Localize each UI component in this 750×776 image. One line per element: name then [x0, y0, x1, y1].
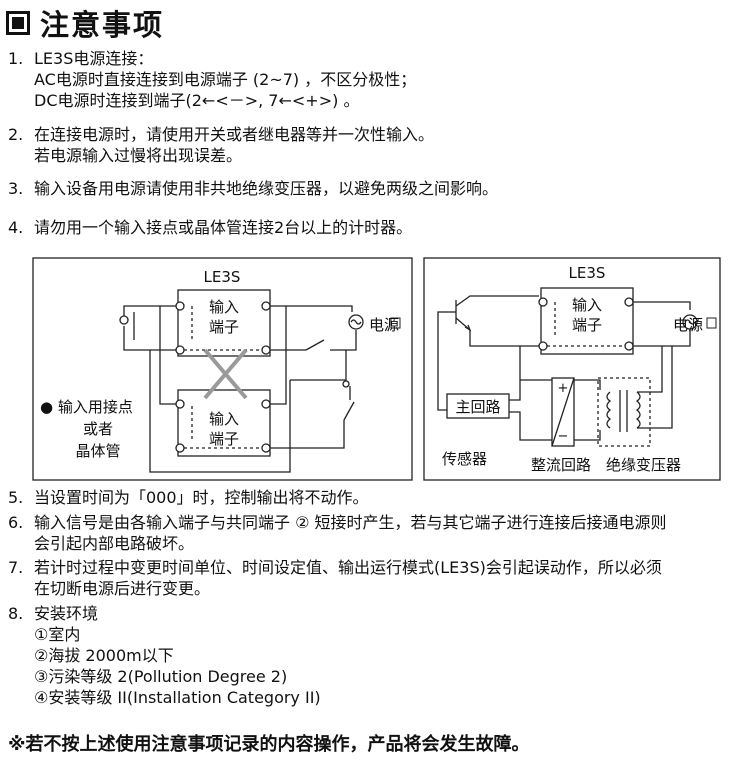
left-ac-source-icon: [348, 314, 364, 330]
left-power-label: 电源: [369, 316, 399, 334]
item-1-line-1: LE3S电源连接：: [34, 49, 154, 68]
transformer-box: [597, 377, 651, 447]
right-terminals: [538, 297, 634, 351]
right-power-label: 电源: [673, 316, 703, 334]
main-circuit-label: 主回路: [455, 398, 500, 416]
item-8: 8.安装环境 ①室内 ②海拔 2000m以下 ③污染等级 2(Pollution…: [8, 604, 321, 707]
left-cross-icon: [203, 348, 248, 400]
left-legend-line-3: 晶体管: [75, 442, 120, 460]
item-1-line-2: AC电源时直接连接到电源端子 (2~7) ，不区分极性；: [34, 70, 417, 89]
item-8-line-1: 安装环境: [34, 604, 99, 623]
transformer-label: 绝缘变压器: [606, 456, 681, 474]
right-terminal-box: [540, 287, 634, 355]
left-legend-line-1: ● 输入用接点: [40, 398, 133, 416]
item-3-line-1: 输入设备用电源请使用非共地绝缘变压器，以避免两级之间影响。: [34, 179, 499, 198]
item-6-line-2: 会引起内部电路破坏。: [34, 534, 195, 553]
svg-text:端子: 端子: [572, 316, 602, 334]
item-1: 1.LE3S电源连接： AC电源时直接连接到电源端子 (2~7) ，不区分极性；…: [8, 49, 417, 110]
left-diagram-frame: [32, 257, 413, 481]
rectifier-box: [551, 377, 575, 447]
item-8-sub-2: ②海拔 2000m以下: [34, 646, 174, 665]
item-7-line-2: 在切断电源后进行变更。: [34, 579, 211, 598]
left-model-label: LE3S: [204, 268, 241, 286]
right-model-label: LE3S: [569, 264, 606, 282]
sensor-label: 传感器: [442, 450, 487, 468]
svg-text:端子: 端子: [209, 318, 239, 336]
section-title: 注意事项: [6, 4, 164, 42]
item-6: 6.输入信号是由各输入端子与共同端子 ② 短接时产生，若与其它端子进行连接后接通…: [8, 513, 667, 553]
item-8-sub-1: ①室内: [34, 625, 81, 644]
title-text: 注意事项: [40, 8, 165, 42]
svg-text:输入: 输入: [209, 298, 239, 316]
svg-text:端子: 端子: [209, 430, 239, 448]
svg-text:+: +: [558, 381, 569, 396]
item-3: 3.输入设备用电源请使用非共地绝缘变压器，以避免两级之间影响。: [8, 179, 499, 198]
item-7: 7.若计时过程中变更时间单位、时间设定值、输出运行模式(LE3S)会引起误动作，…: [8, 558, 662, 598]
left-bottom-terminal-box: [177, 389, 271, 457]
square-bullet-icon: [6, 11, 30, 35]
right-diagram-frame: [423, 257, 721, 481]
svg-text:输入: 输入: [572, 296, 602, 314]
right-ac-source-icon: [682, 314, 698, 330]
transistor-icon: [444, 295, 539, 347]
item-2: 2.在连接电源时，请使用开关或者继电器等并一次性输入。 若电源输入过慢将出现误差…: [8, 125, 435, 165]
item-1-line-3: DC电源时连接到端子(2←<－>, 7←<+>) 。: [34, 91, 360, 110]
left-top-terminal-box: [177, 289, 271, 357]
transformer-coil-icon: [606, 346, 673, 432]
item-4-line-1: 请勿用一个输入接点或晶体管连接2台以上的计时器。: [34, 218, 413, 237]
svg-text:输入: 输入: [209, 410, 239, 428]
item-5-line-1: 当设置时间为「000」时，控制输出将不动作。: [34, 488, 369, 507]
item-8-sub-3: ③污染等级 2(Pollution Degree 2): [34, 667, 288, 686]
item-8-sub-4: ④安装等级 II(Installation Category II): [34, 688, 321, 707]
svg-text:−: −: [558, 429, 569, 444]
main-circuit-box: [446, 393, 510, 419]
item-2-line-2: 若电源输入过慢将出现误差。: [34, 146, 243, 165]
item-7-line-1: 若计时过程中变更时间单位、时间设定值、输出运行模式(LE3S)会引起误动作，所以…: [34, 558, 662, 577]
warning-note: ※若不按上述使用注意事项记录的内容操作，产品将会发生故障。: [8, 734, 530, 755]
rectifier-label: 整流回路: [531, 456, 591, 474]
item-6-line-1: 输入信号是由各输入端子与共同端子 ② 短接时产生，若与其它端子进行连接后接通电源…: [34, 513, 667, 532]
item-2-line-1: 在连接电源时，请使用开关或者继电器等并一次性输入。: [34, 125, 435, 144]
left-legend-line-2: 或者: [83, 420, 113, 438]
item-5: 5.当设置时间为「000」时，控制输出将不动作。: [8, 488, 369, 507]
item-4: 4.请勿用一个输入接点或晶体管连接2台以上的计时器。: [8, 218, 413, 237]
